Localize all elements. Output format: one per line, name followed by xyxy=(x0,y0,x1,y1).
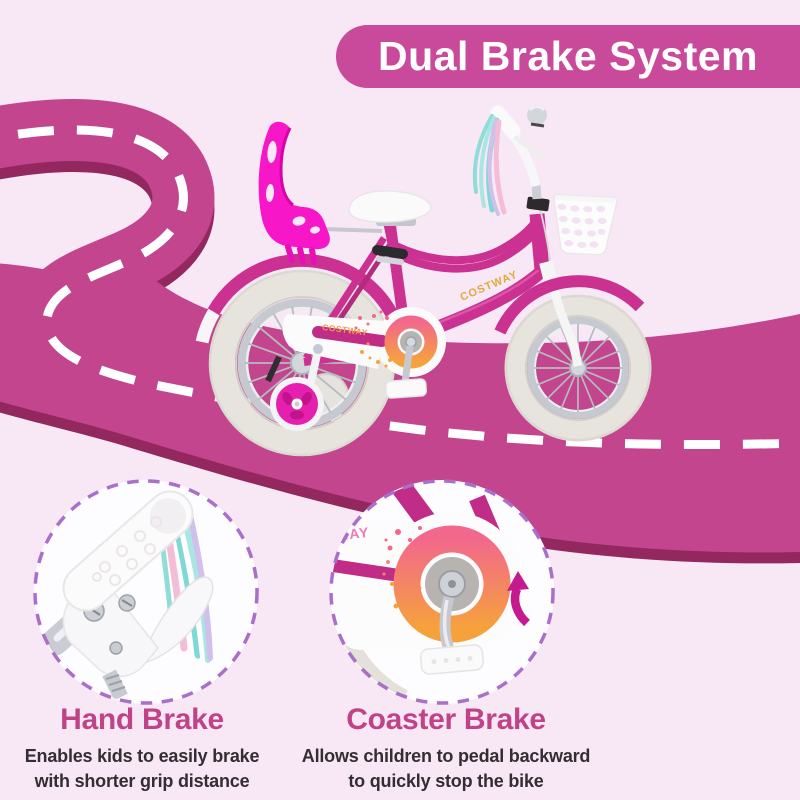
coaster-brake-closeup-content: COSTWAY xyxy=(331,481,530,703)
coaster-brake-heading: Coaster Brake xyxy=(346,703,546,736)
saddle xyxy=(348,190,432,265)
training-wheel xyxy=(270,344,324,431)
bell-icon xyxy=(527,105,547,128)
title-banner: Dual Brake System xyxy=(336,25,800,88)
page-title: Dual Brake System xyxy=(378,33,758,79)
front-wheel xyxy=(504,294,652,442)
guard-spray-dots xyxy=(354,310,392,368)
feature-hand-brake: Hand Brake Enables kids to easily brake … xyxy=(3,703,281,794)
bike-photo: COSTWAY xyxy=(195,105,652,457)
basket-holes xyxy=(557,203,607,249)
far-pedal-crank xyxy=(265,355,282,383)
hand-brake-closeup-content xyxy=(41,490,214,701)
closeup-crank-pedal xyxy=(419,595,485,675)
hand-brake-closeup-circle xyxy=(33,479,259,705)
coaster-brake-closeup-circle: COSTWAY xyxy=(329,479,555,705)
closeup-grip xyxy=(62,490,194,612)
doll-seat xyxy=(258,121,330,265)
backward-rotation-arrow-icon xyxy=(507,571,530,627)
hand-brake-heading: Hand Brake xyxy=(60,703,224,736)
handlebar-streamers xyxy=(472,114,507,216)
coaster-brake-description: Allows children to pedal backward to qui… xyxy=(301,746,591,791)
doll-seat-rod xyxy=(323,227,383,233)
hand-brake-description: Enables kids to easily brake with shorte… xyxy=(24,746,260,791)
road-center-dashed-line xyxy=(0,125,800,449)
pedal-crank xyxy=(385,345,427,399)
hand-brake-dashed-border xyxy=(33,479,259,705)
feature-coaster-brake: Coaster Brake Allows children to pedal b… xyxy=(296,703,596,794)
closeup-chainstay-slot xyxy=(331,559,403,582)
cable-adjuster xyxy=(102,669,128,701)
rear-fender xyxy=(195,253,406,344)
coaster-brake-dashed-border xyxy=(329,479,555,705)
basket xyxy=(553,193,618,256)
front-fender xyxy=(494,275,645,335)
hand-brake-lever xyxy=(513,135,548,162)
closeup-brake-lever xyxy=(141,576,214,666)
handlebar xyxy=(490,105,550,212)
